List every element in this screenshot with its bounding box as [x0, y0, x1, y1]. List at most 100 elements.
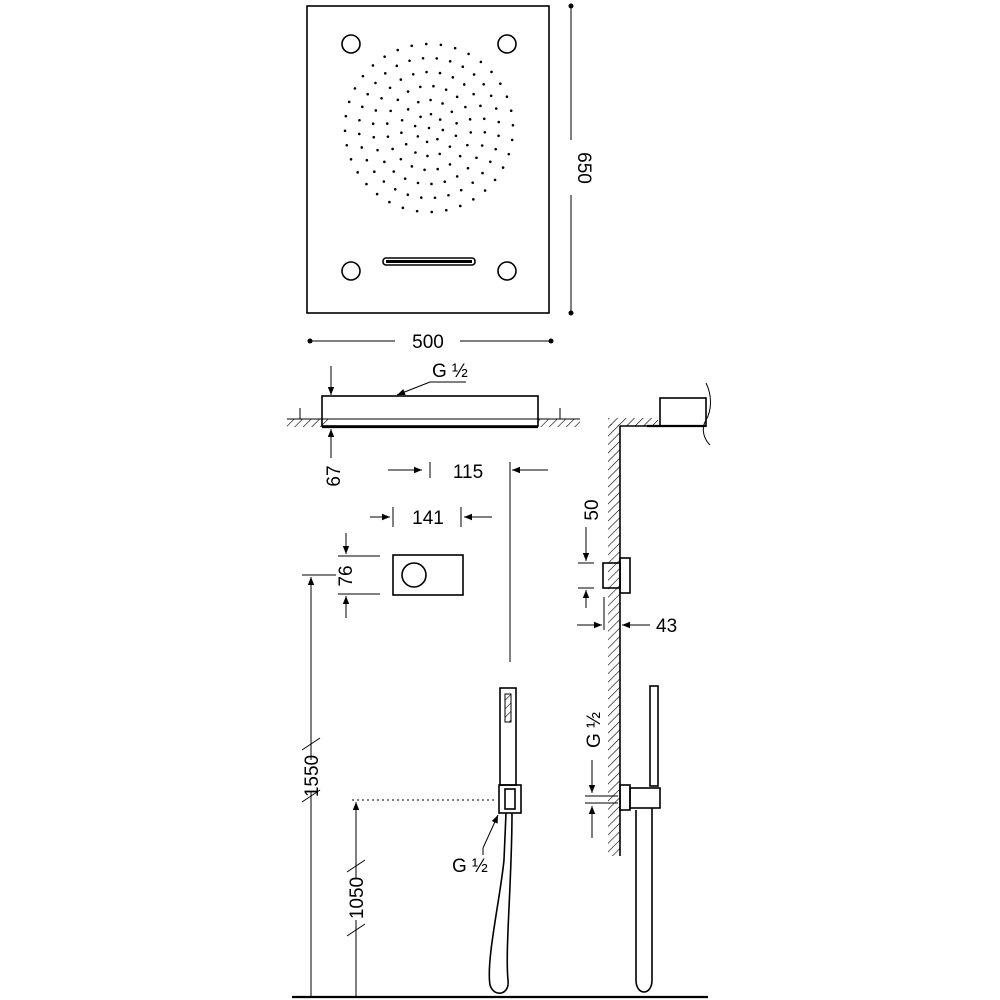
led-light-icon: [497, 34, 517, 54]
nozzle-dot: [374, 109, 378, 112]
dimension-76: 76: [336, 533, 380, 618]
nozzle-dot: [444, 88, 448, 91]
nozzle-dot: [426, 154, 429, 158]
nozzle-dot: [458, 154, 462, 158]
nozzle-dot: [389, 109, 392, 113]
nozzle-dot: [458, 204, 462, 208]
nozzle-dot: [511, 123, 515, 127]
nozzle-dot: [480, 144, 484, 147]
nozzle-dot: [459, 188, 463, 192]
nozzle-dot: [388, 86, 392, 90]
led-light-icon: [341, 34, 361, 54]
nozzle-dot: [439, 43, 443, 47]
dimension-label: 76: [336, 565, 357, 586]
nozzle-dot: [365, 158, 369, 162]
dimension-label: 115: [453, 462, 483, 483]
nozzle-dot: [353, 87, 357, 90]
nozzle-array: [343, 42, 515, 214]
dimension-label: 1050: [347, 877, 368, 919]
nozzle-dot: [438, 152, 442, 156]
nozzle-dot: [410, 165, 414, 168]
thermostatic-control-front: [392, 554, 464, 596]
nozzle-dot: [443, 180, 447, 184]
nozzle-dot: [479, 60, 483, 64]
dimension-label: 50: [582, 499, 603, 520]
nozzle-dot: [371, 64, 375, 67]
nozzle-dot: [400, 131, 403, 135]
nozzle-dot: [403, 177, 407, 180]
led-light-icon: [497, 261, 517, 281]
nozzle-dot: [472, 198, 475, 201]
nozzle-dot: [447, 193, 450, 197]
dimension-label: 43: [656, 616, 677, 637]
nozzle-dot: [424, 42, 428, 46]
nozzle-dot: [423, 168, 426, 172]
nozzle-dot: [425, 140, 429, 144]
nozzle-dot: [494, 147, 498, 151]
nozzle-dot: [411, 72, 415, 76]
nozzle-dot: [383, 160, 386, 164]
nozzle-dot: [361, 74, 365, 78]
hand-shower-front: G ½: [452, 687, 522, 994]
nozzle-dot: [438, 118, 442, 121]
nozzle-dot: [399, 157, 403, 161]
nozzle-dot: [497, 134, 500, 138]
thread-label: G ½: [452, 856, 488, 877]
nozzle-dot: [365, 182, 368, 186]
nozzle-dot: [393, 188, 397, 191]
shower-head-front-view: [306, 5, 550, 314]
control-knob-icon: [401, 562, 427, 588]
nozzle-dot: [416, 100, 420, 104]
nozzle-dot: [374, 81, 377, 85]
nozzle-dot: [433, 196, 437, 200]
nozzle-dot: [383, 72, 387, 75]
nozzle-dot: [360, 146, 364, 149]
nozzle-dot: [510, 138, 514, 142]
nozzle-dot: [410, 44, 414, 48]
nozzle-dot: [438, 71, 442, 75]
nozzle-dot: [435, 57, 439, 60]
nozzle-dot: [376, 148, 379, 152]
nozzle-dot: [469, 131, 473, 134]
nozzle-dot: [380, 96, 383, 100]
nozzle-dot: [406, 193, 410, 197]
dimension-label: 500: [412, 332, 444, 353]
nozzle-dot: [416, 181, 420, 185]
nozzle-dot: [468, 118, 472, 121]
nozzle-dot: [430, 182, 433, 186]
nozzle-dot: [429, 112, 433, 116]
nozzle-dot: [455, 175, 459, 178]
nozzle-dot: [493, 178, 497, 182]
dimension-1050: 1050: [346, 799, 495, 996]
nozzle-dot: [414, 151, 417, 154]
nozzle-dot: [372, 135, 376, 139]
nozzle-dot: [466, 166, 470, 170]
wall-section-side-view: 50 43 G ½: [577, 382, 711, 993]
nozzle-dot: [385, 122, 389, 125]
nozzle-dot: [501, 166, 505, 169]
nozzle-dot: [475, 156, 478, 160]
nozzle-dot: [416, 135, 420, 138]
nozzle-dot: [464, 105, 467, 109]
nozzle-dot: [497, 120, 501, 124]
nozzle-dot: [461, 65, 465, 68]
nozzle-dot: [505, 95, 509, 99]
nozzle-dot: [430, 210, 434, 214]
nozzle-dot: [419, 85, 422, 89]
nozzle-dot: [358, 118, 361, 122]
nozzle-dot: [483, 130, 487, 134]
nozzle-dot: [396, 48, 400, 52]
nozzle-dot: [413, 124, 417, 128]
nozzle-dot: [399, 78, 403, 81]
dimension-label: 650: [573, 152, 594, 184]
nozzle-dot: [357, 132, 361, 136]
nozzle-dot: [455, 121, 458, 125]
nozzle-dot: [448, 163, 452, 166]
nozzle-dot: [371, 122, 375, 126]
nozzle-dot: [375, 192, 379, 196]
led-light-icon: [341, 261, 361, 281]
nozzle-dot: [360, 105, 364, 109]
nozzle-dot: [373, 170, 376, 174]
nozzle-dot: [396, 98, 400, 102]
